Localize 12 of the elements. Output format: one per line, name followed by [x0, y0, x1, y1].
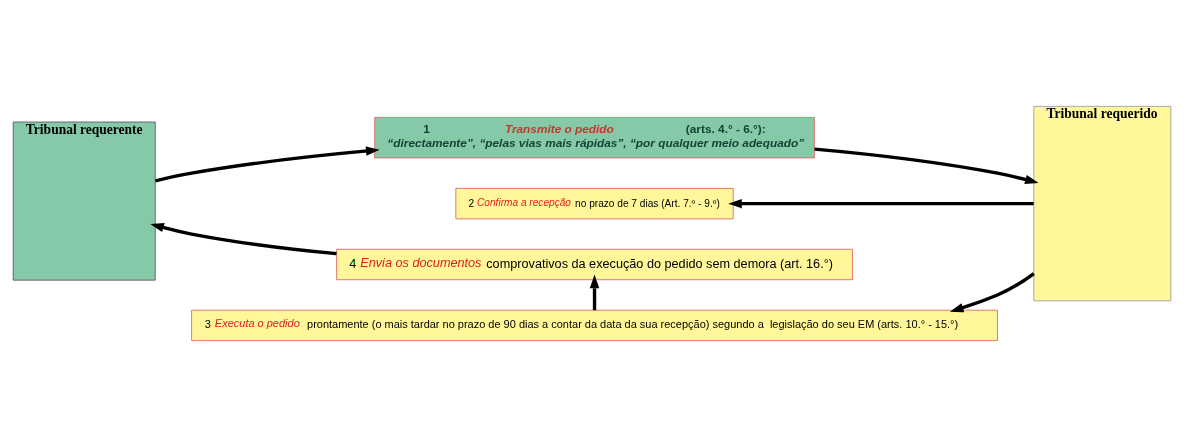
arrow	[150, 222, 337, 255]
node-box: Tribunal requerente	[12, 121, 156, 281]
node-box: 2 Confirma a recepção no prazo de 7 dias (Art. 7.º - 9.º)	[455, 187, 734, 219]
node-box: 1 Transmite o pedido (arts. 4.° - 6.°): “directamente”, “pelas vias mais rápidas”, “por qualquer meio adequado”	[374, 116, 815, 158]
arrow	[589, 274, 600, 310]
arrow	[814, 147, 1039, 184]
node-box: 4 Envia os documentos comprovativos da execução do pedido sem demora (art. 16.°)	[336, 248, 853, 280]
arrow	[949, 271, 1035, 312]
arrow	[728, 198, 1034, 208]
node-box: 3 Executa o pedido prontamente (o mais tardar no prazo de 90 dias a contar da data da sua recepção) segundo a legislação do seu EM (arts. 10.° - 15.°)	[191, 309, 998, 341]
node-box: Tribunal requerido	[1033, 105, 1172, 301]
arrow	[155, 145, 380, 182]
